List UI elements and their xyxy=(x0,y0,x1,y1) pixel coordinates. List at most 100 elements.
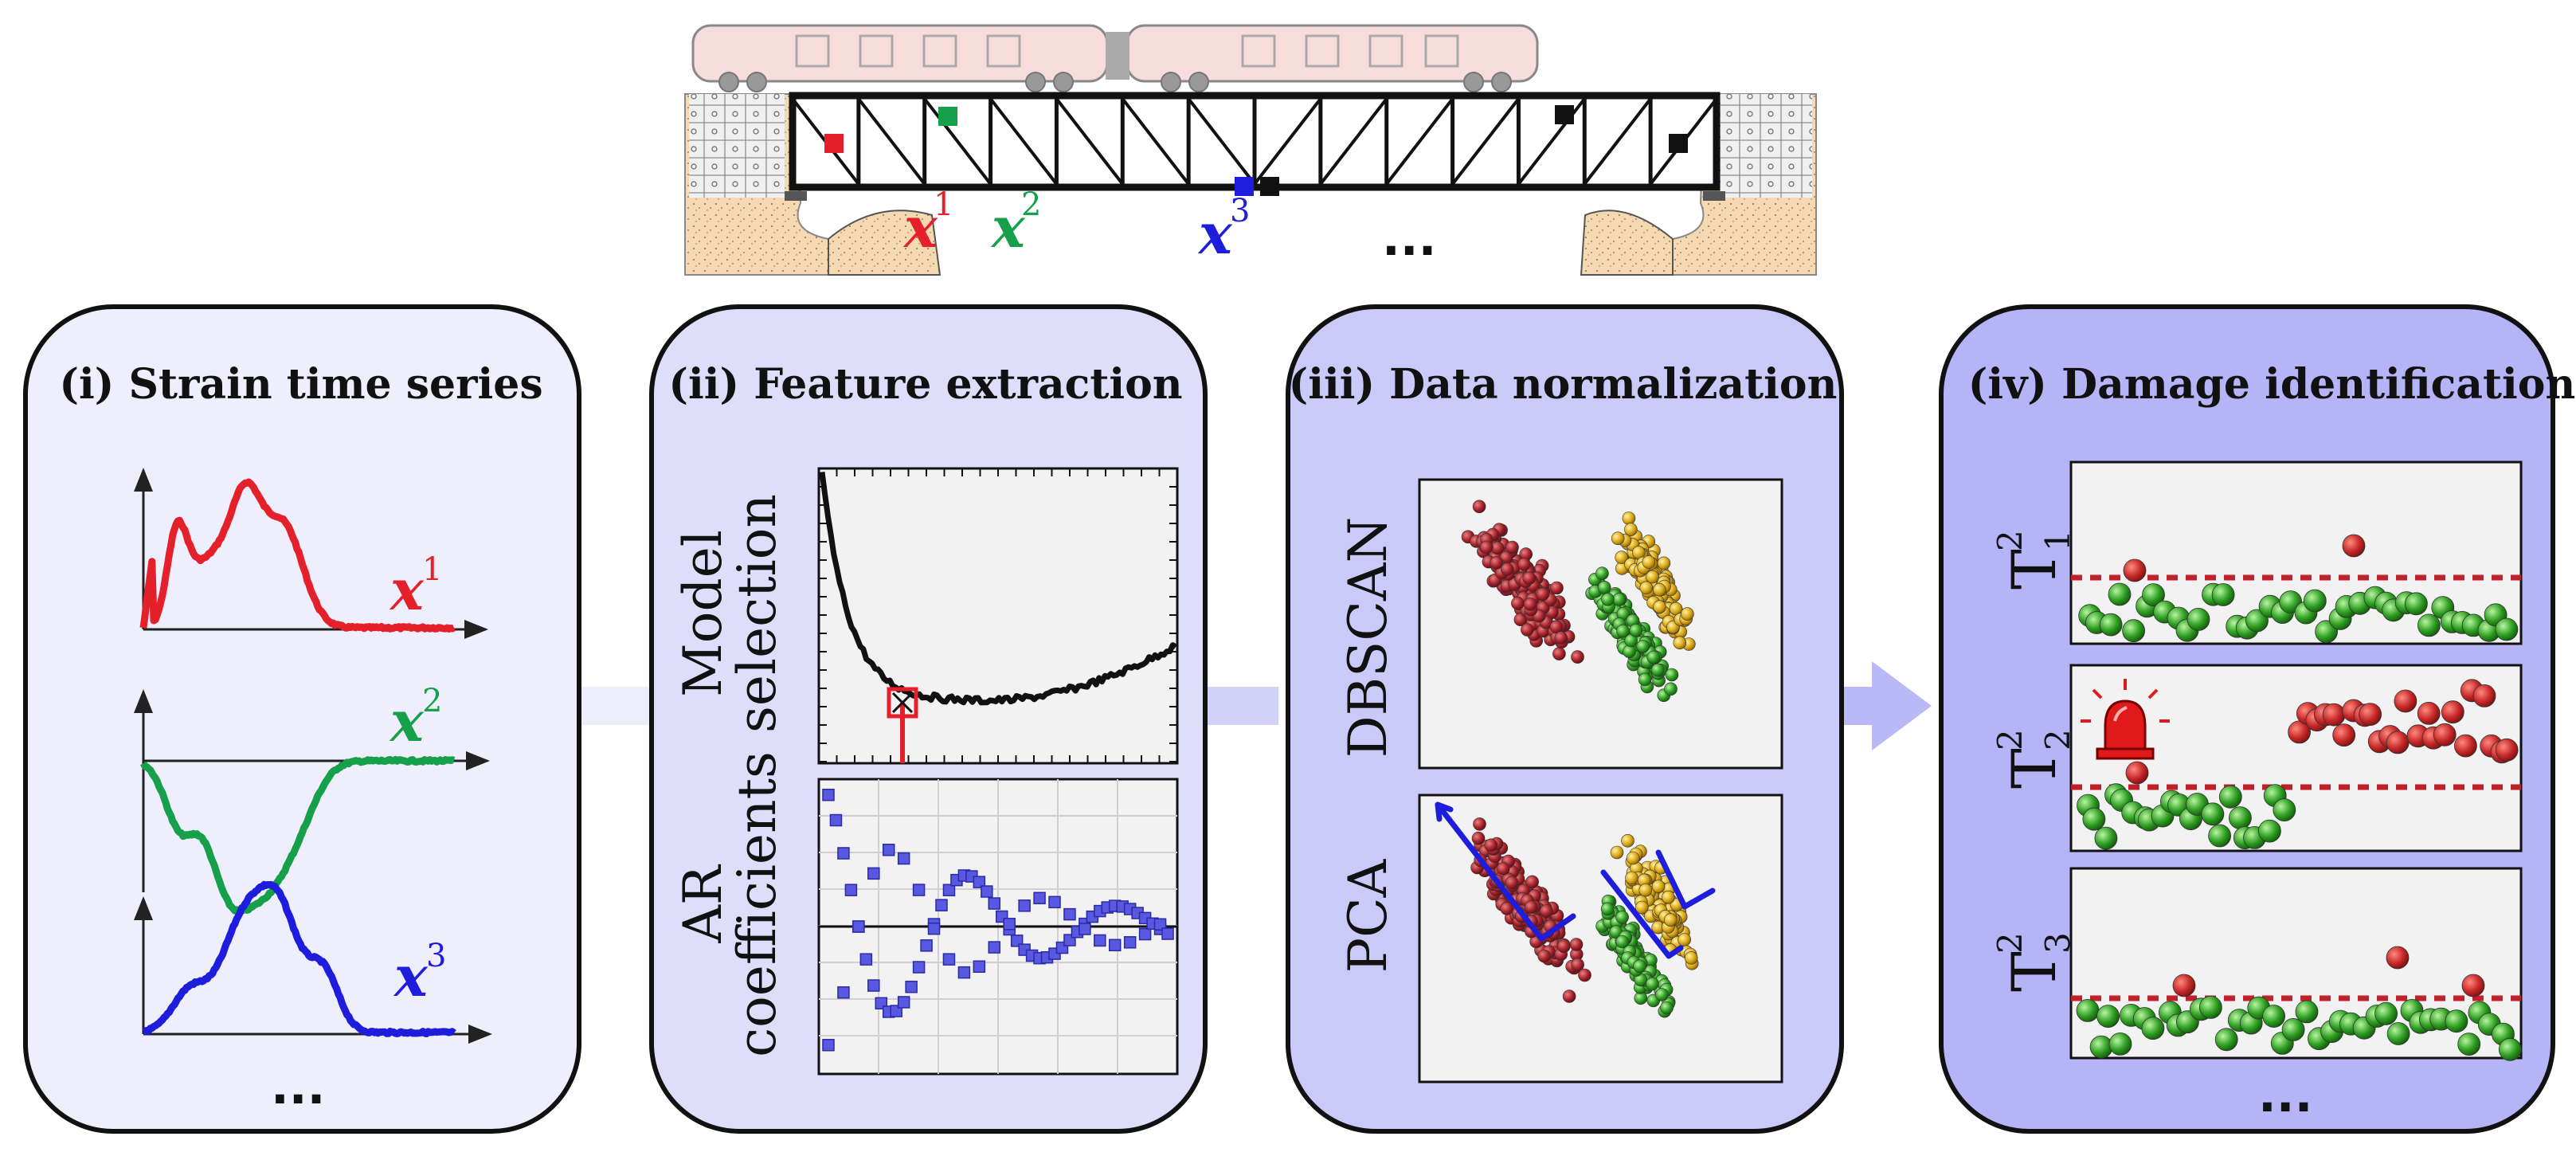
ar-point xyxy=(1161,927,1174,940)
truss-diagonal xyxy=(857,97,926,186)
ar-point xyxy=(1094,934,1106,947)
pca-point-red xyxy=(1500,902,1513,915)
cluster-point-green xyxy=(1665,668,1679,682)
control-point-normal xyxy=(2186,608,2210,631)
control-chart-points xyxy=(2076,534,2522,1061)
cluster-point-red xyxy=(1490,555,1503,570)
cluster-point-red xyxy=(1472,500,1486,514)
cluster-point-yellow xyxy=(1653,600,1666,614)
control-point-outlier xyxy=(2123,558,2147,582)
pca-point-yellow xyxy=(1638,883,1653,897)
pca-point-yellow xyxy=(1663,913,1678,927)
cluster-point-green xyxy=(1638,672,1652,687)
ar-point xyxy=(912,961,926,974)
svg-text:x: x xyxy=(902,194,938,261)
ar-point xyxy=(897,852,910,865)
cluster-point-red xyxy=(1521,623,1534,637)
ar-coefficients-label: AR coefficients xyxy=(672,751,788,1057)
pca-point-yellow xyxy=(1651,880,1666,893)
bridge-illustration: x 1 x 2 x 3 ... xyxy=(684,24,1817,276)
left-bearing xyxy=(785,191,807,201)
train xyxy=(691,24,1539,92)
control-point-normal xyxy=(2142,583,2165,606)
ar-point xyxy=(822,1038,835,1052)
control-point-damaged xyxy=(2441,700,2464,724)
pca-point-red xyxy=(1484,838,1498,852)
cluster-point-red xyxy=(1480,540,1494,554)
cluster-point-yellow xyxy=(1611,531,1625,546)
ar-point xyxy=(859,953,873,966)
panel-2-title: (ii) Feature extraction xyxy=(668,360,1182,409)
control-point-normal xyxy=(2281,1018,2305,1041)
cluster-point-red xyxy=(1511,596,1525,610)
ar-point xyxy=(837,986,850,999)
control-point-normal xyxy=(2201,802,2225,826)
svg-text:Model: Model xyxy=(672,530,734,697)
svg-text:x: x xyxy=(389,688,425,754)
control-point-normal xyxy=(2245,609,2269,633)
control-point-normal xyxy=(2208,824,2232,848)
pca-point-yellow xyxy=(1684,951,1698,965)
pca-point-green xyxy=(1600,902,1615,916)
control-point-normal xyxy=(2099,613,2123,637)
svg-text:2: 2 xyxy=(1991,729,2030,750)
cluster-point-green xyxy=(1616,624,1630,638)
control-point-normal xyxy=(2417,613,2441,637)
cluster-point-green xyxy=(1601,593,1615,606)
model-selection-label: Model selection xyxy=(672,494,788,733)
pca-point-green xyxy=(1615,911,1629,924)
ar-point xyxy=(1108,939,1122,952)
pca-point-red xyxy=(1578,968,1591,982)
truss-diagonal xyxy=(1385,97,1454,186)
cluster-point-yellow xyxy=(1681,607,1694,621)
cluster-point-yellow xyxy=(1657,556,1671,570)
panel-1-box xyxy=(23,304,581,1134)
ar-point xyxy=(897,996,910,1009)
control-point-normal xyxy=(2445,1009,2468,1033)
cluster-point-green xyxy=(1595,566,1609,581)
ar-point xyxy=(852,920,865,933)
ar-point xyxy=(1033,891,1046,905)
cluster-point-green xyxy=(1636,639,1650,653)
strain-series-1 xyxy=(139,478,456,633)
pca-label: PCA xyxy=(1337,858,1399,973)
pca-principal-axes xyxy=(1435,801,1716,959)
pca-point-red xyxy=(1505,876,1519,890)
dbscan-points xyxy=(1461,500,1696,703)
cluster-point-yellow xyxy=(1622,511,1636,525)
pca-point-yellow xyxy=(1678,933,1691,946)
ar-point xyxy=(920,939,933,952)
cluster-point-red xyxy=(1536,587,1550,602)
control-point-normal xyxy=(2228,806,2252,829)
flow-arrows xyxy=(574,661,1932,750)
truss-diagonal xyxy=(1055,97,1124,186)
control-point-normal xyxy=(2257,819,2281,843)
truss-diagonal xyxy=(1253,97,1322,186)
cluster-point-green xyxy=(1623,645,1636,659)
cluster-point-red xyxy=(1522,571,1536,586)
ar-point xyxy=(1003,918,1016,931)
ar-point xyxy=(1138,927,1152,941)
cluster-point-red xyxy=(1554,631,1568,645)
control-point-normal xyxy=(2198,996,2222,1019)
cluster-point-green xyxy=(1664,682,1678,696)
pca-point-red xyxy=(1556,939,1571,953)
ar-point xyxy=(1018,899,1031,912)
ar-point xyxy=(973,876,986,888)
control-point-normal xyxy=(2082,807,2106,831)
ar-point xyxy=(988,897,1001,910)
control-point-normal xyxy=(2076,999,2100,1022)
svg-text:coefficients: coefficients xyxy=(726,751,788,1057)
ar-point xyxy=(1063,907,1076,921)
pca-point-yellow xyxy=(1621,834,1634,848)
sensor-3 xyxy=(1235,177,1254,196)
panel-4-title: (iv) Damage identification xyxy=(1968,360,2576,409)
pca-point-green xyxy=(1660,1001,1674,1015)
control-point-normal xyxy=(2096,1005,2120,1028)
ar-point xyxy=(1153,918,1167,931)
svg-text:3: 3 xyxy=(1230,193,1250,229)
cluster-point-green xyxy=(1629,623,1643,637)
control-point-normal xyxy=(2303,589,2327,613)
control-point-normal xyxy=(2495,617,2519,641)
svg-text:T: T xyxy=(1999,549,2069,590)
